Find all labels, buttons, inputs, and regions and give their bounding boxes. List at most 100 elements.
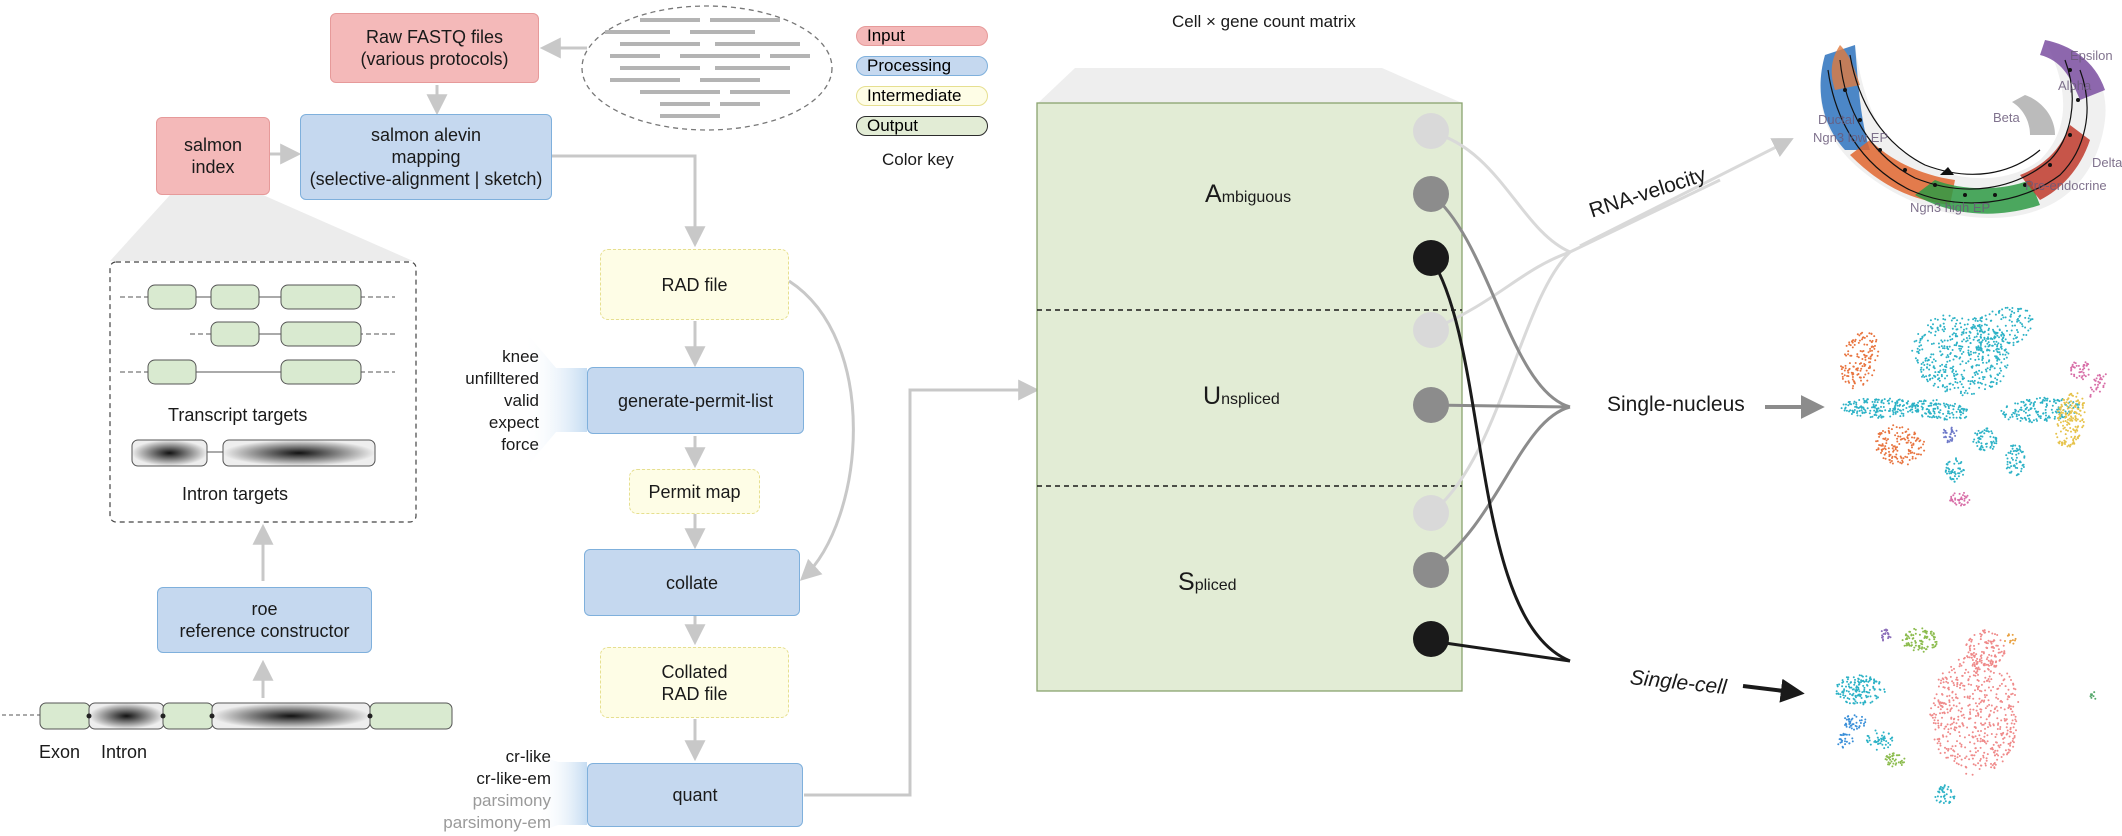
scatter-point — [1847, 690, 1850, 693]
scatter-point — [1918, 349, 1921, 351]
scatter-point — [1874, 694, 1877, 697]
scatter-point — [1951, 429, 1954, 432]
scatter-point — [1933, 638, 1936, 641]
scatter-point — [1878, 409, 1881, 412]
scatter-point — [1919, 337, 1922, 340]
scatter-point — [1996, 717, 1999, 720]
scatter-point — [1908, 433, 1911, 436]
scatter-point — [1896, 449, 1899, 452]
scatter-point — [1924, 412, 1927, 415]
collate-box[interactable]: collate — [584, 549, 800, 616]
roe-reference-constructor-box[interactable]: roe reference constructor — [157, 587, 372, 653]
scatter-point — [1873, 414, 1876, 416]
scatter-point — [1937, 386, 1940, 389]
scatter-point — [1858, 725, 1861, 728]
scatter-point — [1857, 356, 1860, 359]
scatter-point — [1952, 494, 1955, 497]
scatter-point — [1985, 658, 1988, 661]
scatter-point — [1869, 416, 1872, 419]
scatter-point — [1846, 369, 1849, 372]
scatter-point — [2061, 441, 2063, 444]
scatter-point — [2014, 637, 2017, 640]
scatter-point — [1995, 442, 1998, 445]
scatter-point — [1891, 447, 1894, 450]
scatter-point — [1880, 432, 1883, 435]
scatter-point — [2008, 461, 2011, 464]
scatter-point — [1885, 439, 1888, 442]
scatter-point — [1932, 358, 1935, 361]
scatter-point — [1960, 496, 1963, 499]
scatter-point — [1934, 334, 1937, 337]
scatter-point — [1977, 358, 1980, 361]
scatter-point — [1907, 400, 1910, 403]
scatter-point — [1993, 367, 1996, 370]
collated-rad-file-box[interactable]: Collated RAD file — [600, 647, 789, 718]
scatter-point — [1976, 348, 1978, 351]
rad-file-box[interactable]: RAD file — [600, 249, 789, 320]
scatter-point — [1980, 445, 1983, 448]
box-line: salmon — [183, 135, 243, 155]
scatter-point — [1857, 677, 1860, 680]
scatter-point — [1990, 664, 1993, 667]
scatter-point — [1863, 690, 1866, 693]
scatter-point — [1863, 700, 1866, 703]
permit-map-box[interactable]: Permit map — [629, 469, 760, 514]
scatter-point — [1958, 472, 1961, 475]
scatter-point — [1966, 501, 1969, 504]
scatter-point — [1876, 401, 1879, 404]
scatter-point — [1862, 383, 1865, 386]
scatter-point — [1921, 646, 1924, 649]
scatter-point — [1959, 417, 1962, 420]
scatter-point — [1932, 415, 1935, 418]
scatter-point — [2010, 679, 2012, 681]
scatter-point — [1858, 690, 1861, 693]
scatter-point — [2059, 408, 2062, 411]
scatter-point — [1949, 723, 1952, 726]
scatter-point — [1997, 754, 2000, 757]
scatter-point — [1976, 333, 1979, 336]
scatter-point — [1951, 499, 1954, 502]
scatter-point — [1975, 364, 1978, 367]
salmon-alevin-mapping-box[interactable]: salmon alevin mapping (selective-alignme… — [300, 114, 552, 200]
raw-fastq-box[interactable]: Raw FASTQ files (various protocols) — [330, 13, 539, 83]
scatter-point — [1856, 410, 1859, 413]
scatter-point — [2011, 447, 2014, 450]
scatter-point — [1864, 356, 1867, 359]
scatter-point — [1939, 744, 1942, 747]
scatter-point — [2045, 403, 2048, 405]
scatter-point — [1943, 418, 1946, 421]
scatter-point — [1931, 716, 1934, 719]
scatter-point — [1864, 358, 1867, 361]
salmon-index-box[interactable]: salmon index — [156, 117, 270, 195]
scatter-point — [1852, 723, 1855, 726]
scatter-point — [1974, 764, 1977, 767]
scatter-point — [2017, 310, 2020, 313]
scatter-point — [1942, 681, 1945, 684]
scatter-point — [1908, 459, 1911, 461]
scatter-point — [1932, 323, 1934, 326]
scatter-point — [1858, 409, 1861, 412]
scatter-point — [2009, 315, 2012, 318]
quant-box[interactable]: quant — [587, 763, 803, 827]
scatter-point — [2002, 679, 2005, 682]
scatter-point — [1901, 459, 1904, 462]
scatter-point — [1979, 746, 1982, 749]
scatter-point — [1960, 758, 1963, 761]
scatter-point — [1955, 676, 1958, 679]
scatter-point — [1918, 341, 1921, 344]
scatter-point — [1984, 383, 1987, 386]
scatter-point — [1973, 634, 1976, 636]
scatter-point — [2094, 379, 2097, 382]
scatter-point — [2104, 373, 2107, 376]
scatter-point — [1839, 693, 1842, 696]
scatter-point — [1910, 444, 1913, 447]
scatter-point — [2027, 320, 2030, 323]
scatter-point — [2081, 426, 2084, 429]
scatter-point — [1843, 374, 1846, 377]
generate-permit-list-box[interactable]: generate-permit-list — [587, 367, 804, 434]
scatter-point — [1990, 642, 1993, 645]
scatter-point — [1939, 704, 1942, 707]
scatter-point — [2003, 717, 2006, 720]
scatter-point — [1934, 317, 1937, 320]
